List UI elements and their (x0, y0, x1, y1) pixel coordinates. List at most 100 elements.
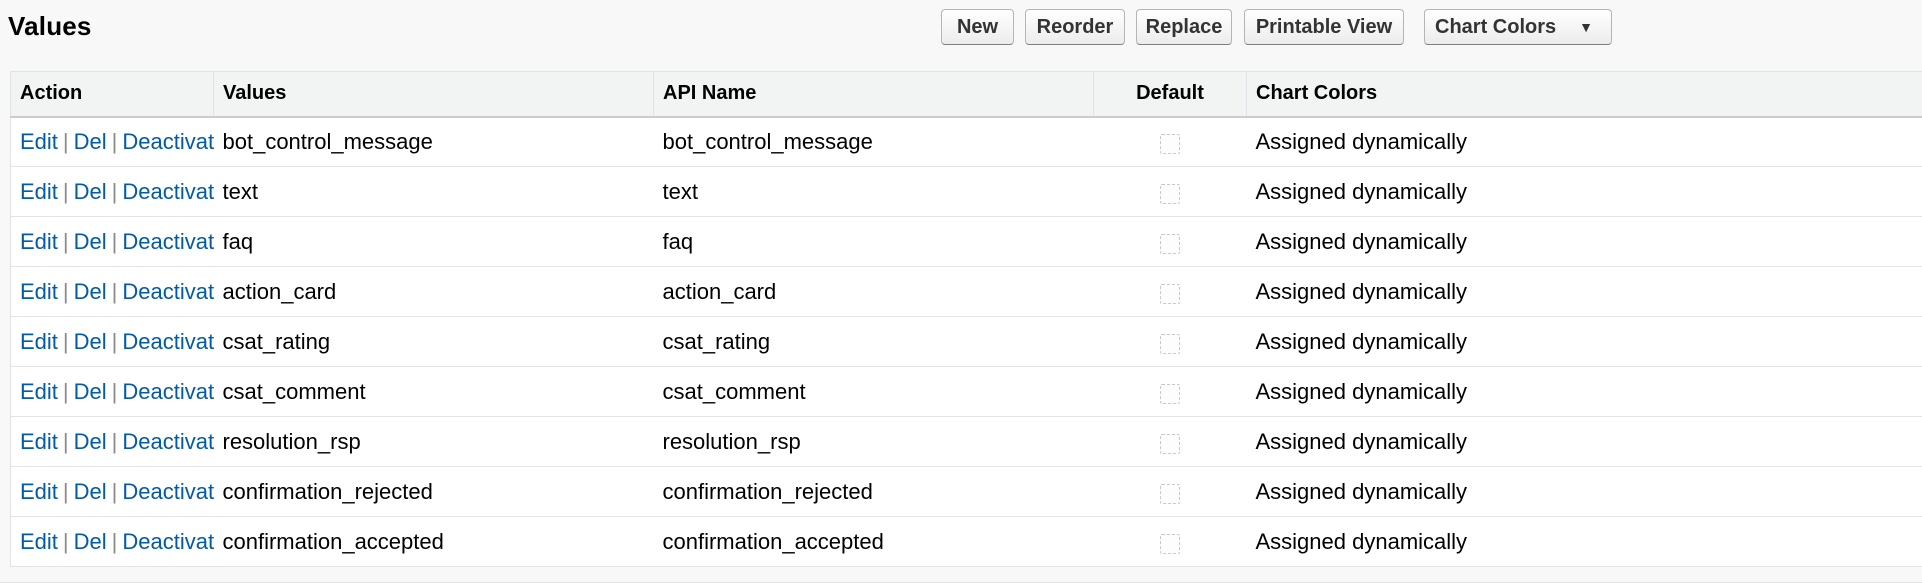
table-row: Edit|Del|Deactivatecsat_commentcsat_comm… (10, 366, 1922, 417)
action-separator: | (62, 128, 69, 154)
api-name-cell: bot_control_message (653, 116, 1094, 167)
chart-color-cell: Assigned dynamically (1246, 316, 1922, 367)
row-actions: Edit|Del|Deactivate (10, 266, 214, 317)
default-cell (1093, 416, 1247, 467)
deactivate-link[interactable]: Deactivate (122, 328, 214, 354)
default-cell (1093, 316, 1247, 367)
reorder-button[interactable]: Reorder (1025, 9, 1125, 45)
deactivate-link[interactable]: Deactivate (122, 528, 214, 554)
table-row: Edit|Del|DeactivatetexttextAssigned dyna… (10, 166, 1922, 217)
row-actions: Edit|Del|Deactivate (10, 416, 214, 467)
action-separator: | (111, 328, 118, 354)
action-separator: | (62, 328, 69, 354)
value-cell: text (213, 166, 654, 217)
deactivate-link[interactable]: Deactivate (122, 278, 214, 304)
action-separator: | (111, 228, 118, 254)
edit-link[interactable]: Edit (20, 478, 58, 504)
default-checkbox (1160, 534, 1180, 555)
chart-color-cell: Assigned dynamically (1246, 166, 1922, 217)
chart-color-cell: Assigned dynamically (1246, 266, 1922, 317)
value-cell: confirmation_accepted (213, 516, 654, 567)
table-row: Edit|Del|Deactivateconfirmation_accepted… (10, 516, 1922, 567)
edit-link[interactable]: Edit (20, 528, 58, 554)
page-title: Values (8, 11, 92, 41)
values-table: Action Values API Name Default Chart Col… (10, 71, 1922, 567)
default-checkbox (1160, 384, 1180, 405)
edit-link[interactable]: Edit (20, 428, 58, 454)
chevron-down-icon: ▼ (1579, 19, 1593, 35)
deactivate-link[interactable]: Deactivate (122, 178, 214, 204)
column-header-values[interactable]: Values (213, 71, 654, 118)
value-cell: resolution_rsp (213, 416, 654, 467)
edit-link[interactable]: Edit (20, 328, 58, 354)
value-cell: bot_control_message (213, 116, 654, 167)
delete-link[interactable]: Del (73, 278, 107, 304)
chart-color-cell: Assigned dynamically (1246, 516, 1922, 567)
action-separator: | (111, 178, 118, 204)
api-name-cell: text (653, 166, 1094, 217)
table-row: Edit|Del|Deactivatebot_control_messagebo… (10, 116, 1922, 167)
value-cell: faq (213, 216, 654, 267)
default-cell (1093, 216, 1247, 267)
default-checkbox (1160, 234, 1180, 255)
deactivate-link[interactable]: Deactivate (122, 128, 214, 154)
api-name-cell: resolution_rsp (653, 416, 1094, 467)
row-actions: Edit|Del|Deactivate (10, 116, 214, 167)
action-separator: | (62, 428, 69, 454)
action-separator: | (62, 528, 69, 554)
value-cell: csat_comment (213, 366, 654, 417)
edit-link[interactable]: Edit (20, 178, 58, 204)
action-separator: | (62, 178, 69, 204)
replace-button[interactable]: Replace (1136, 9, 1232, 45)
default-checkbox (1160, 134, 1180, 155)
edit-link[interactable]: Edit (20, 378, 58, 404)
edit-link[interactable]: Edit (20, 128, 58, 154)
edit-link[interactable]: Edit (20, 228, 58, 254)
row-actions: Edit|Del|Deactivate (10, 366, 214, 417)
default-cell (1093, 366, 1247, 417)
row-actions: Edit|Del|Deactivate (10, 216, 214, 267)
chart-color-cell: Assigned dynamically (1246, 366, 1922, 417)
table-header-row: Action Values API Name Default Chart Col… (10, 71, 1922, 118)
api-name-cell: faq (653, 216, 1094, 267)
edit-link[interactable]: Edit (20, 278, 58, 304)
delete-link[interactable]: Del (73, 228, 107, 254)
row-actions: Edit|Del|Deactivate (10, 466, 214, 517)
api-name-cell: confirmation_accepted (653, 516, 1094, 567)
column-header-chart-colors: Chart Colors (1246, 71, 1922, 118)
action-separator: | (62, 278, 69, 304)
deactivate-link[interactable]: Deactivate (122, 478, 214, 504)
delete-link[interactable]: Del (73, 478, 107, 504)
delete-link[interactable]: Del (73, 378, 107, 404)
printable-view-button[interactable]: Printable View (1244, 9, 1404, 45)
delete-link[interactable]: Del (73, 428, 107, 454)
api-name-cell: confirmation_rejected (653, 466, 1094, 517)
value-cell: confirmation_rejected (213, 466, 654, 517)
new-button[interactable]: New (941, 9, 1014, 45)
table-row: Edit|Del|Deactivateaction_cardaction_car… (10, 266, 1922, 317)
row-actions: Edit|Del|Deactivate (10, 166, 214, 217)
column-header-default: Default (1093, 71, 1247, 118)
default-checkbox (1160, 434, 1180, 455)
action-separator: | (111, 278, 118, 304)
delete-link[interactable]: Del (73, 528, 107, 554)
value-cell: csat_rating (213, 316, 654, 367)
action-separator: | (111, 128, 118, 154)
deactivate-link[interactable]: Deactivate (122, 228, 214, 254)
delete-link[interactable]: Del (73, 128, 107, 154)
value-cell: action_card (213, 266, 654, 317)
default-checkbox (1160, 284, 1180, 305)
table-row: Edit|Del|DeactivatefaqfaqAssigned dynami… (10, 216, 1922, 267)
default-cell (1093, 266, 1247, 317)
chart-colors-dropdown-label: Chart Colors (1435, 16, 1557, 38)
delete-link[interactable]: Del (73, 178, 107, 204)
action-separator: | (62, 478, 69, 504)
chart-colors-dropdown[interactable]: Chart Colors ▼ (1424, 9, 1612, 45)
column-header-api-name[interactable]: API Name (653, 71, 1094, 118)
delete-link[interactable]: Del (73, 328, 107, 354)
default-checkbox (1160, 184, 1180, 205)
row-actions: Edit|Del|Deactivate (10, 516, 214, 567)
deactivate-link[interactable]: Deactivate (122, 428, 214, 454)
api-name-cell: csat_comment (653, 366, 1094, 417)
deactivate-link[interactable]: Deactivate (122, 378, 214, 404)
